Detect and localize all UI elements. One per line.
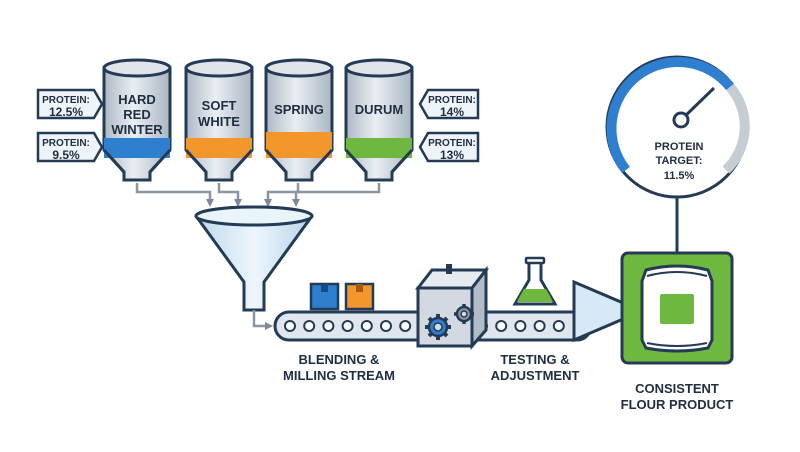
conveyor-roller [495,320,508,332]
flow-arrow [572,279,646,343]
protein-tag-value: 9.5% [52,148,80,162]
funnel-to-conveyor-arrow [252,310,273,330]
protein-tag-hard-red-winter-low: PROTEIN: 9.5% [36,131,104,163]
product-label-line1: CONSISTENT [635,381,719,396]
protein-tag-value: 12.5% [49,105,83,119]
test-flask-icon [512,256,558,306]
silo-label-line2: WHITE [198,114,240,129]
silo-top [344,58,414,78]
conveyor-roller [399,320,412,332]
silo-spring: SPRING [264,58,334,182]
silo-label-line1: HARD [118,92,156,107]
silo-top [102,58,172,78]
conveyor-roller [341,320,354,332]
grain-box-blue [309,282,340,311]
silo-soft-white: SOFT WHITE [184,58,254,182]
silo-fill-band [104,138,170,158]
silo-label-line2: RED [123,107,150,122]
grain-box-orange [344,282,375,311]
gauge-label-value: 11.5% [664,170,695,182]
conveyor-roller [322,320,335,332]
connector-4 [292,183,381,207]
gauge-hub [672,111,690,129]
product-label-line2: FLOUR PRODUCT [621,397,734,412]
conveyor-roller [533,320,546,332]
silo-top [184,58,254,78]
milling-machine [414,264,490,350]
silo-label-line1: DURUM [355,102,403,117]
silo-hard-red-winter: HARD RED WINTER [102,58,172,182]
silo-fill-band [266,132,332,158]
protein-tag-durum-high: PROTEIN: 14% [418,88,480,120]
silo-connectors [135,183,381,207]
silo-fill-band [186,138,252,158]
protein-tag-hard-red-winter-high: PROTEIN: 12.5% [36,88,104,120]
conveyor-roller [514,320,527,332]
flour-bag-icon [640,264,714,353]
testing-label-line1: TESTING & [500,352,569,367]
conveyor-roller [303,320,316,332]
blending-label-line1: BLENDING & [299,352,380,367]
silo-body [344,66,414,182]
silo-top [264,58,334,78]
blending-funnel [194,205,314,330]
connector-3 [264,183,300,207]
silo-label-line3: WINTER [111,122,163,137]
gauge-label-line2: TARGET: [656,155,703,167]
gauge-arc-empty [722,83,750,174]
gauge-arc-filled [606,56,734,174]
gear-icon [454,304,474,324]
conveyor-roller [360,320,373,332]
protein-tag-value: 14% [440,105,464,119]
testing-label-line2: ADJUSTMENT [491,368,580,383]
blending-label-line2: MILLING STREAM [283,368,395,383]
protein-tag-label: PROTEIN: [42,95,90,106]
silo-label-line1: SPRING [274,102,324,117]
conveyor-roller [552,320,565,332]
protein-target-gauge: PROTEIN TARGET: 11.5% [605,55,750,199]
protein-tag-label: PROTEIN: [428,95,476,106]
conveyor-roller [284,320,296,332]
gear-icon [425,314,451,340]
connector-1 [135,183,214,207]
protein-tag-label: PROTEIN: [42,138,90,149]
flour-product-box [620,251,734,365]
silo-label-line1: SOFT [202,98,237,113]
gauge-label-line1: PROTEIN [655,141,704,153]
protein-tag-durum-low: PROTEIN: 13% [418,131,480,163]
silo-body [264,66,334,182]
conveyor-roller [380,320,392,332]
protein-tag-value: 13% [440,148,464,162]
connector-2 [217,183,242,207]
silo-fill-band [346,138,412,158]
silo-durum: DURUM [344,58,414,182]
protein-tag-label: PROTEIN: [428,138,476,149]
